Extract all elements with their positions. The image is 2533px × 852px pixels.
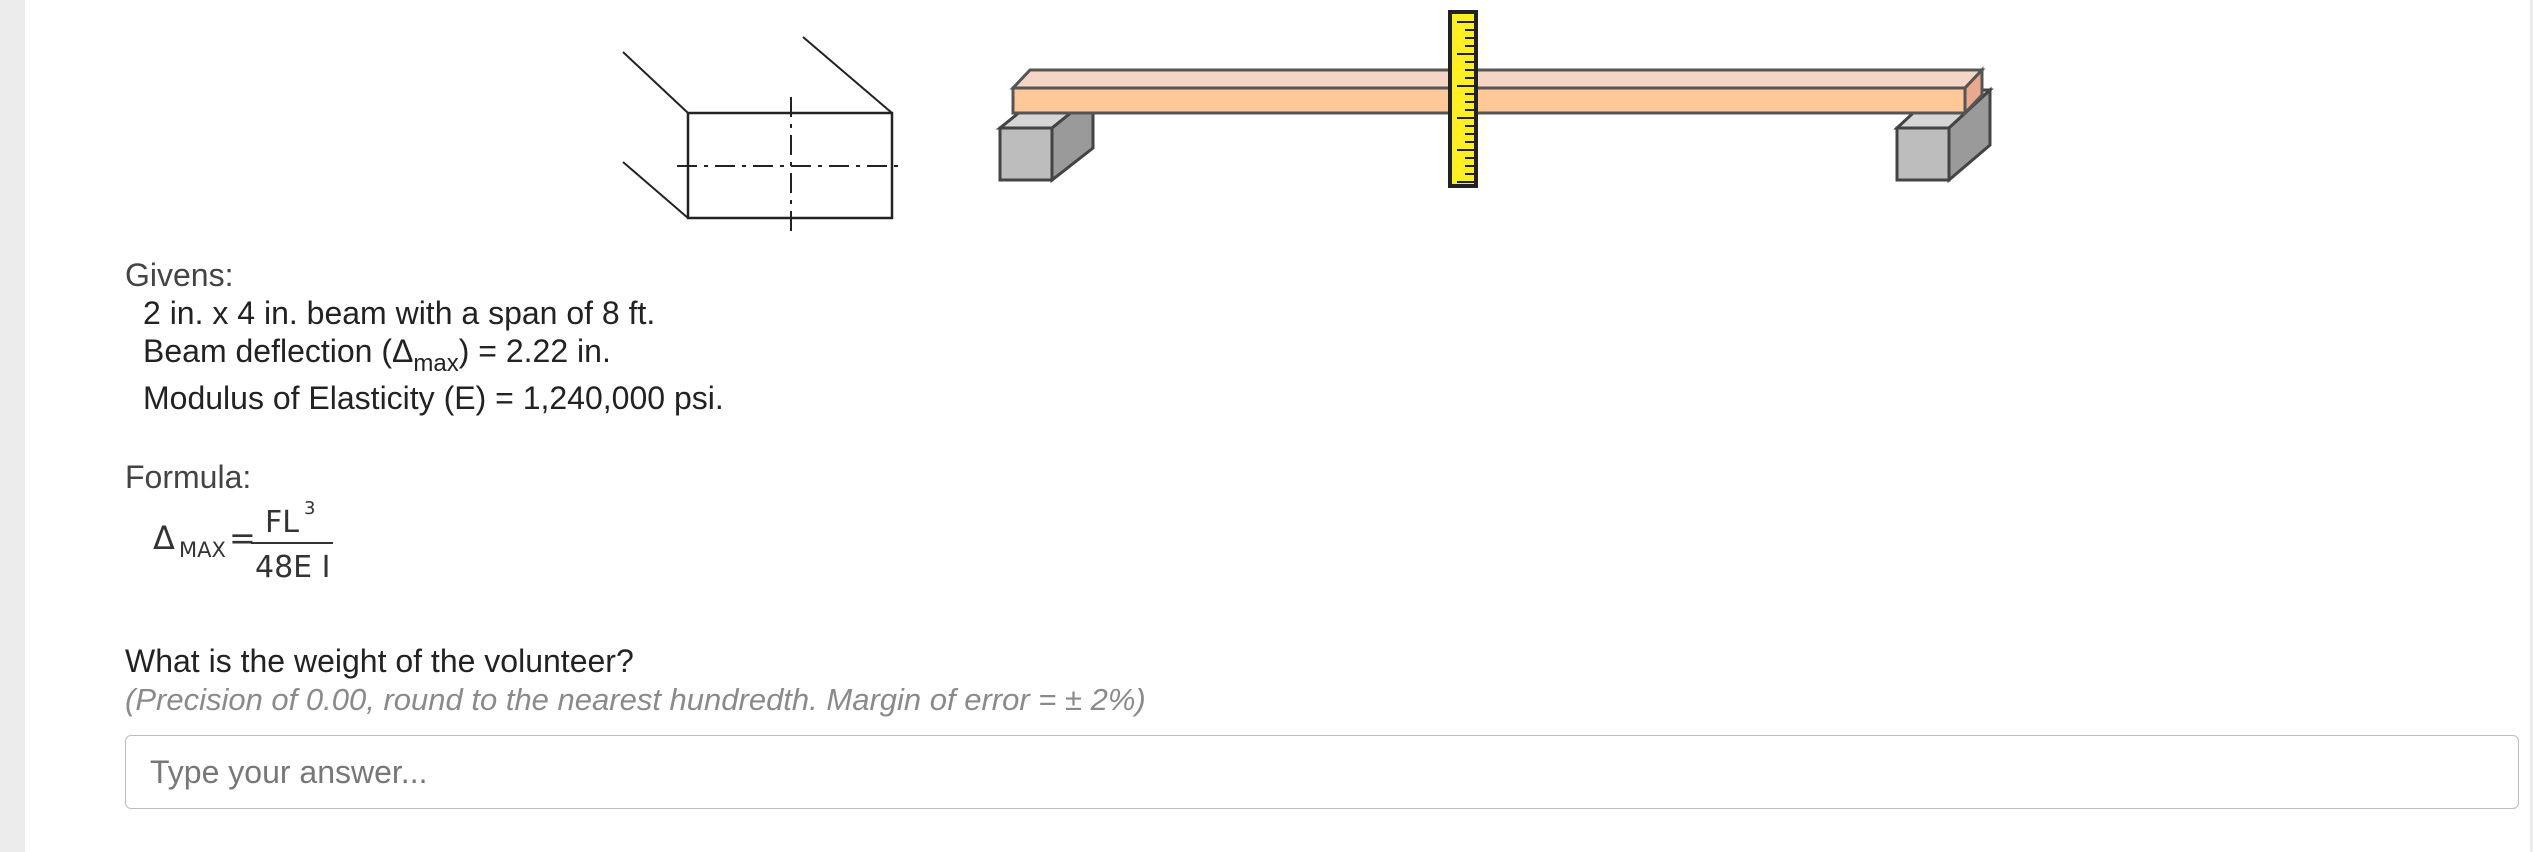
ruler [1448,10,1478,188]
formula-title: Formula: [125,459,252,495]
beam [1009,66,1986,117]
formula-delta-sub: MAX [179,538,226,562]
beam-cross-section [622,36,905,232]
deflection-formula: Δ MAX = FL 3 48E I [153,498,333,585]
beam-diagram [622,10,1994,232]
given-deflection-prefix: Beam deflection (Δ [143,333,414,369]
given-modulus: Modulus of Elasticity (E) = 1,240,000 ps… [143,380,724,416]
formula-delta: Δ [153,519,175,557]
answer-input[interactable] [125,735,2519,809]
formula-numerator-exp: 3 [304,498,315,519]
question-card: Givens: 2 in. x 4 in. beam with a span o… [25,0,2530,852]
formula-equals: = [229,519,256,557]
given-deflection: Beam deflection (Δmax) = 2.22 in. [143,331,611,377]
givens-title: Givens: [125,257,234,293]
precision-hint: (Precision of 0.00, round to the nearest… [125,682,1146,717]
given-beam-size: 2 in. x 4 in. beam with a span of 8 ft. [143,295,656,331]
formula-denominator: 48E I [255,550,331,585]
given-deflection-suffix: ) = 2.22 in. [458,333,611,369]
given-deflection-sub: max [413,350,459,377]
question-text: What is the weight of the volunteer? [125,643,634,679]
formula-numerator: FL [265,505,299,540]
